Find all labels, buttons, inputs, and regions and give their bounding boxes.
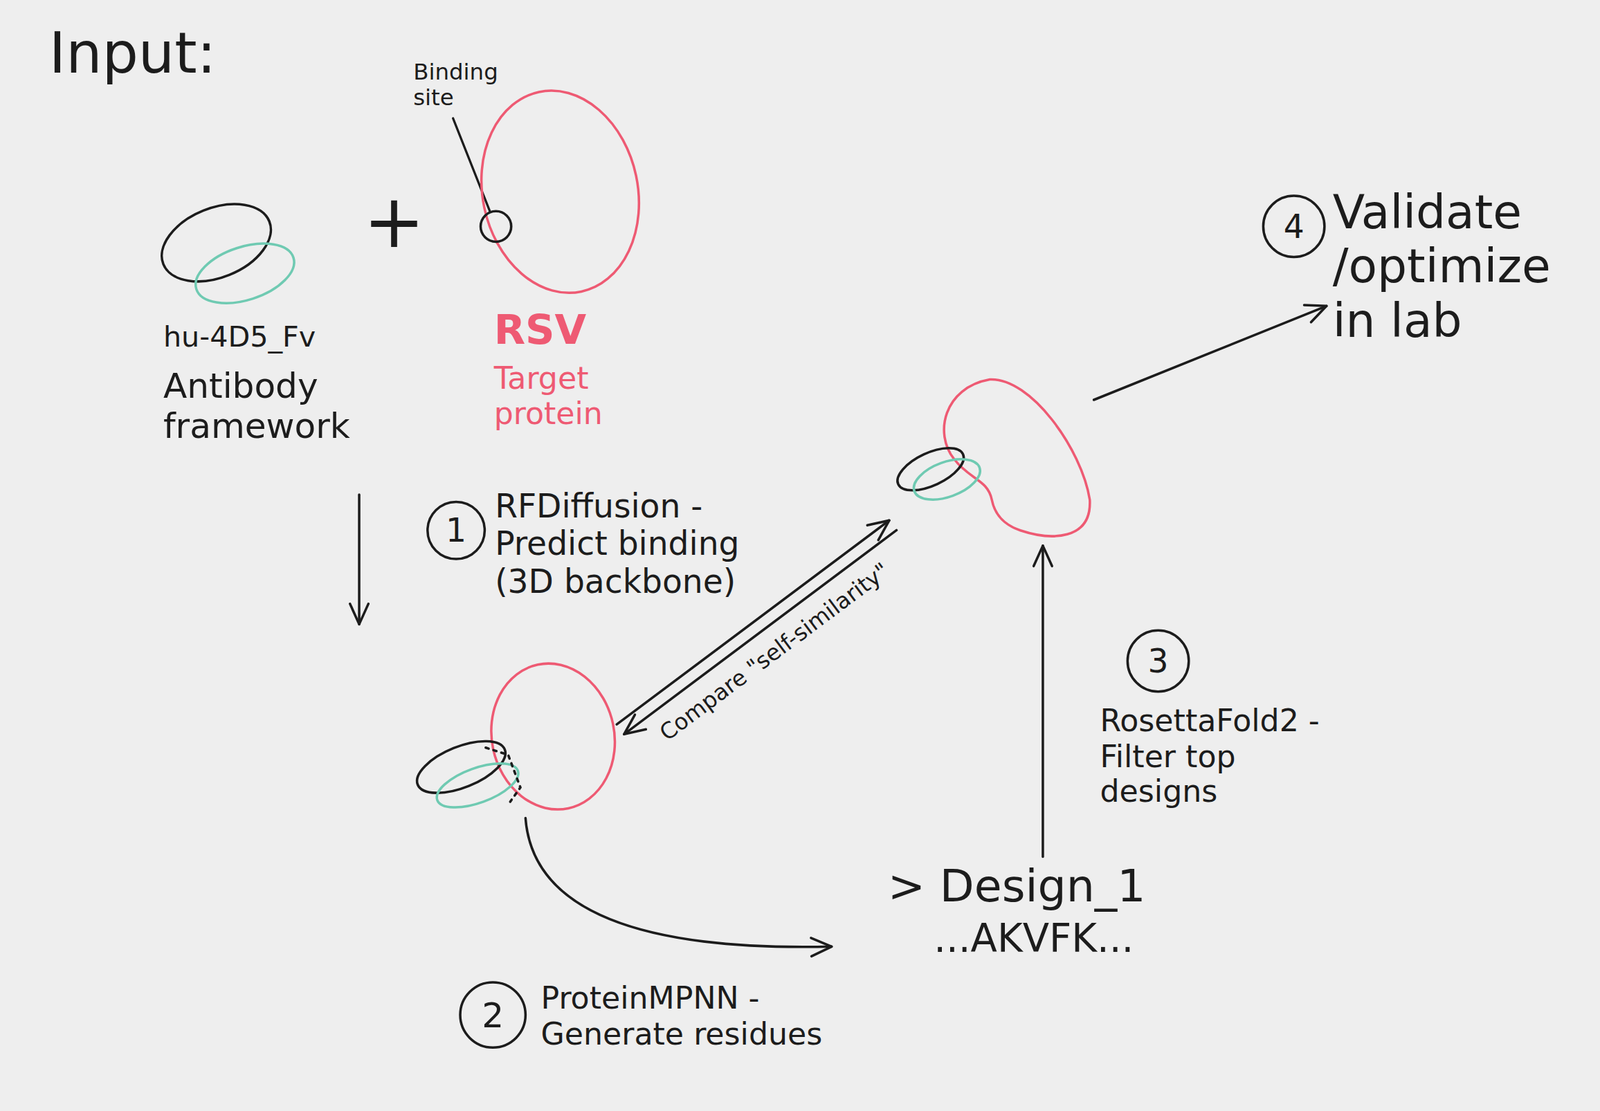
filtered-complex (892, 372, 1094, 547)
callout-number: 4 (1262, 195, 1324, 257)
node-body: ...AKVFK... (933, 916, 1183, 962)
node-body: Target protein (494, 361, 648, 432)
node-title: > Design_1 (887, 860, 1183, 913)
callout-label: Binding site (413, 59, 515, 112)
interface-outline (485, 748, 521, 803)
step-circle (460, 982, 526, 1048)
binding-site-marker (480, 211, 511, 242)
callout-number: 3 (1127, 630, 1189, 692)
light-chain-outline (908, 451, 986, 508)
step-circle (1127, 630, 1189, 692)
node-shape (892, 372, 1094, 547)
lab-validation: Validate /optimize in lab (1326, 181, 1585, 356)
arrowhead (624, 714, 647, 735)
section-heading: Input: (49, 20, 217, 86)
node-title: Validate /optimize in lab (1332, 185, 1580, 348)
step-label: RFDiffusion - Predict binding (3D backbo… (494, 487, 801, 601)
plus-sign: + (363, 179, 425, 265)
light-chain-outline (188, 232, 302, 315)
callout-number: 2 (462, 984, 524, 1046)
arrowhead (1033, 546, 1053, 567)
node-shape (346, 624, 621, 818)
protein-outline (462, 76, 658, 308)
connector (1094, 305, 1327, 400)
connector (1033, 546, 1053, 858)
heavy-chain-outline (410, 730, 513, 805)
arrowhead (350, 604, 369, 625)
connector-line (1094, 305, 1327, 400)
node-title: RSV (494, 305, 648, 353)
step-label: RosettaFold2 - Filter top designs (1100, 703, 1338, 810)
step-circle (1262, 195, 1324, 257)
target-protein: RSV Target protein (469, 86, 653, 454)
arrowhead (811, 938, 832, 958)
leader-line (453, 118, 490, 212)
connector (350, 494, 369, 625)
node-title: hu-4D5_Fv (163, 321, 362, 354)
protein-outline (943, 379, 1090, 536)
connector-line (1041, 546, 1045, 858)
connector-line (525, 818, 832, 948)
connector-line (357, 494, 361, 625)
connector (525, 818, 832, 958)
light-chain-outline (431, 755, 524, 817)
predicted-complex (346, 624, 621, 818)
protein-outline (478, 651, 629, 821)
antibody-framework: hu-4D5_FvAntibody framework (152, 193, 368, 495)
node-body: Antibody framework (163, 366, 362, 447)
sequence-design: > Design_1...AKVFK... (831, 857, 1189, 976)
arrowhead (867, 520, 890, 540)
step-label: ProteinMPNN - Generate residues (540, 981, 888, 1052)
arrowhead (1304, 305, 1327, 323)
callout-number: 1 (425, 500, 487, 562)
